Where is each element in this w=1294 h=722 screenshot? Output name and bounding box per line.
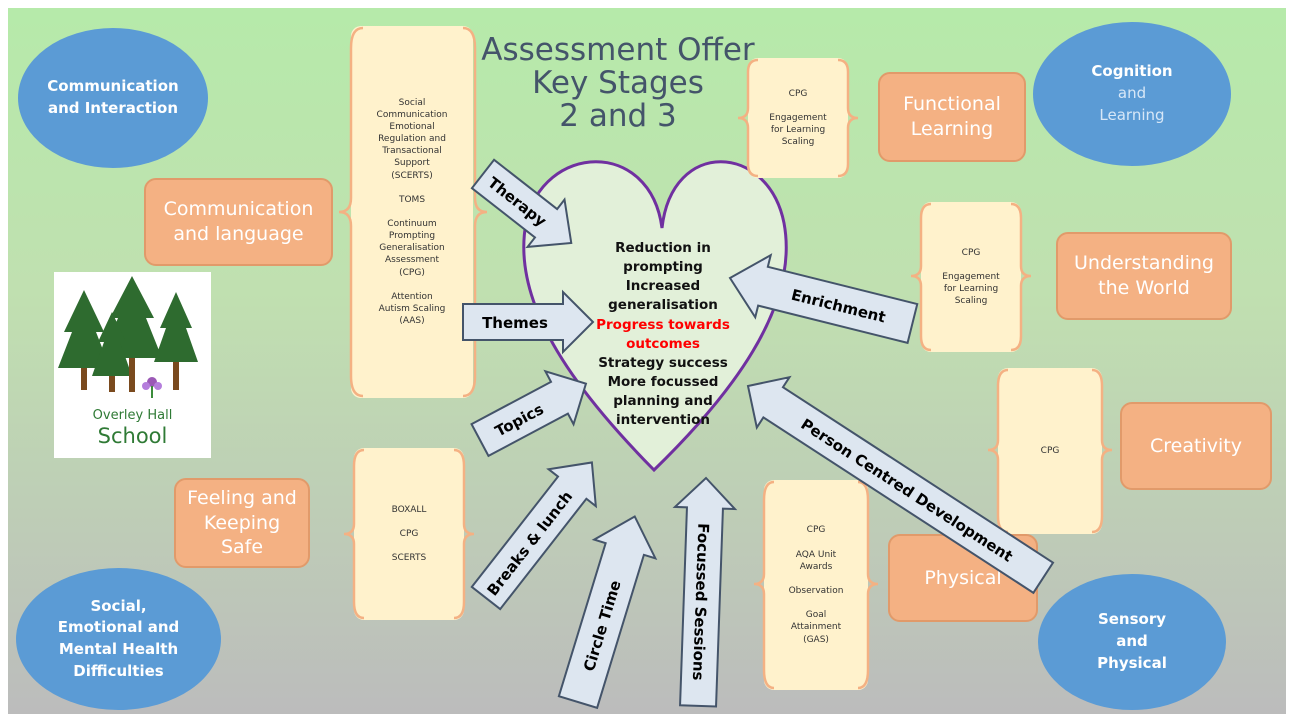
arrow-themes: Themes — [462, 289, 595, 355]
outcome-highlight: outcomes — [626, 335, 700, 352]
arrow-label: Breaks & lunch — [484, 488, 577, 600]
assessment-box-creativity: CPG — [998, 368, 1102, 534]
title-line-2: Key Stages — [532, 64, 704, 101]
arrow-therapy: Therapy — [470, 158, 573, 249]
box-text: Physical — [924, 566, 1002, 589]
slide: Assessment Offer Key Stages 2 and 3 Comm… — [8, 8, 1286, 714]
box-text: Creativity — [1150, 434, 1242, 457]
heart-outcomes-text: Reduction in prompting Increased general… — [563, 239, 763, 431]
oval-text: Cognition — [1091, 62, 1173, 81]
box-text: Feeling and — [187, 486, 297, 509]
assessment-box-physical: CPG AQA Unit Awards Observation Goal Att… — [764, 480, 868, 690]
assessment-box-communication: Social Communication Emotional Regulatio… — [351, 26, 473, 398]
oval-communication-interaction: Communication and Interaction — [18, 28, 208, 168]
title-line-1: Assessment Offer — [481, 32, 755, 68]
oval-text: Communication — [47, 77, 179, 96]
school-logo: Overley Hall School — [54, 272, 211, 458]
outcome-line: Strategy success — [598, 354, 728, 371]
arrow-person-centred: Person Centred Development — [746, 375, 1055, 595]
oval-text: and Interaction — [47, 99, 179, 117]
brackets — [338, 26, 1113, 690]
logo-line-1: Overley Hall — [92, 408, 173, 423]
outcome-line: Increased — [625, 278, 701, 295]
outcome-highlight: Progress towards — [596, 316, 730, 333]
box-text: Keeping — [203, 511, 281, 534]
box-text: Safe — [220, 536, 264, 559]
box-creativity: Creativity — [1120, 402, 1272, 490]
arrow-focussed-sessions: Focussed Sessions — [672, 476, 738, 708]
box-text: the World — [1098, 277, 1190, 299]
outcome-line: intervention — [615, 412, 711, 429]
arrow-label: Person Centred Development — [798, 415, 1016, 566]
oval-text: Emotional and — [57, 618, 180, 637]
outcome-line: More focussed — [607, 374, 719, 391]
arrows-layer: Therapy Themes Topics Breaks & lunch Cir… — [462, 158, 1055, 710]
arrow-topics: Topics — [470, 369, 588, 458]
oval-text: and — [1117, 84, 1147, 103]
oval-text: and — [1116, 632, 1148, 651]
assessment-box-functional: CPG Engagement for Learning Scaling — [748, 58, 848, 178]
box-text: Understanding — [1074, 252, 1214, 275]
logo-line-2: School — [97, 424, 168, 448]
arrow-enrichment: Enrichment — [728, 253, 919, 345]
box-text: Functional — [903, 93, 1001, 116]
page-title: Assessment Offer Key Stages 2 and 3 — [448, 34, 788, 133]
oval-text: Difficulties — [73, 661, 164, 680]
outcome-line: Reduction in — [615, 240, 711, 256]
oval-text: Mental Health — [58, 640, 179, 658]
box-text: and language — [173, 223, 304, 245]
arrow-label: Themes — [482, 314, 548, 332]
oval-text: Learning — [1099, 105, 1165, 124]
oval-text: Sensory — [1097, 610, 1167, 629]
assessment-box-understanding: CPG Engagement for Learning Scaling — [921, 202, 1021, 352]
trees-icon — [58, 276, 198, 398]
box-text: Learning — [910, 118, 994, 140]
outcome-line: prompting — [623, 259, 703, 276]
arrow-circle-time: Circle Time — [557, 515, 658, 710]
outcome-line: generalisation — [608, 297, 718, 314]
assessment-box-feeling: BOXALL CPG SCERTS — [354, 448, 464, 620]
oval-text: Physical — [1097, 653, 1167, 672]
arrow-label: Focussed Sessions — [689, 523, 712, 681]
title-line-3: 2 and 3 — [559, 97, 677, 134]
oval-text: Social, — [90, 596, 147, 615]
box-text: Communication — [163, 198, 314, 221]
outcome-line: planning and — [613, 393, 713, 410]
